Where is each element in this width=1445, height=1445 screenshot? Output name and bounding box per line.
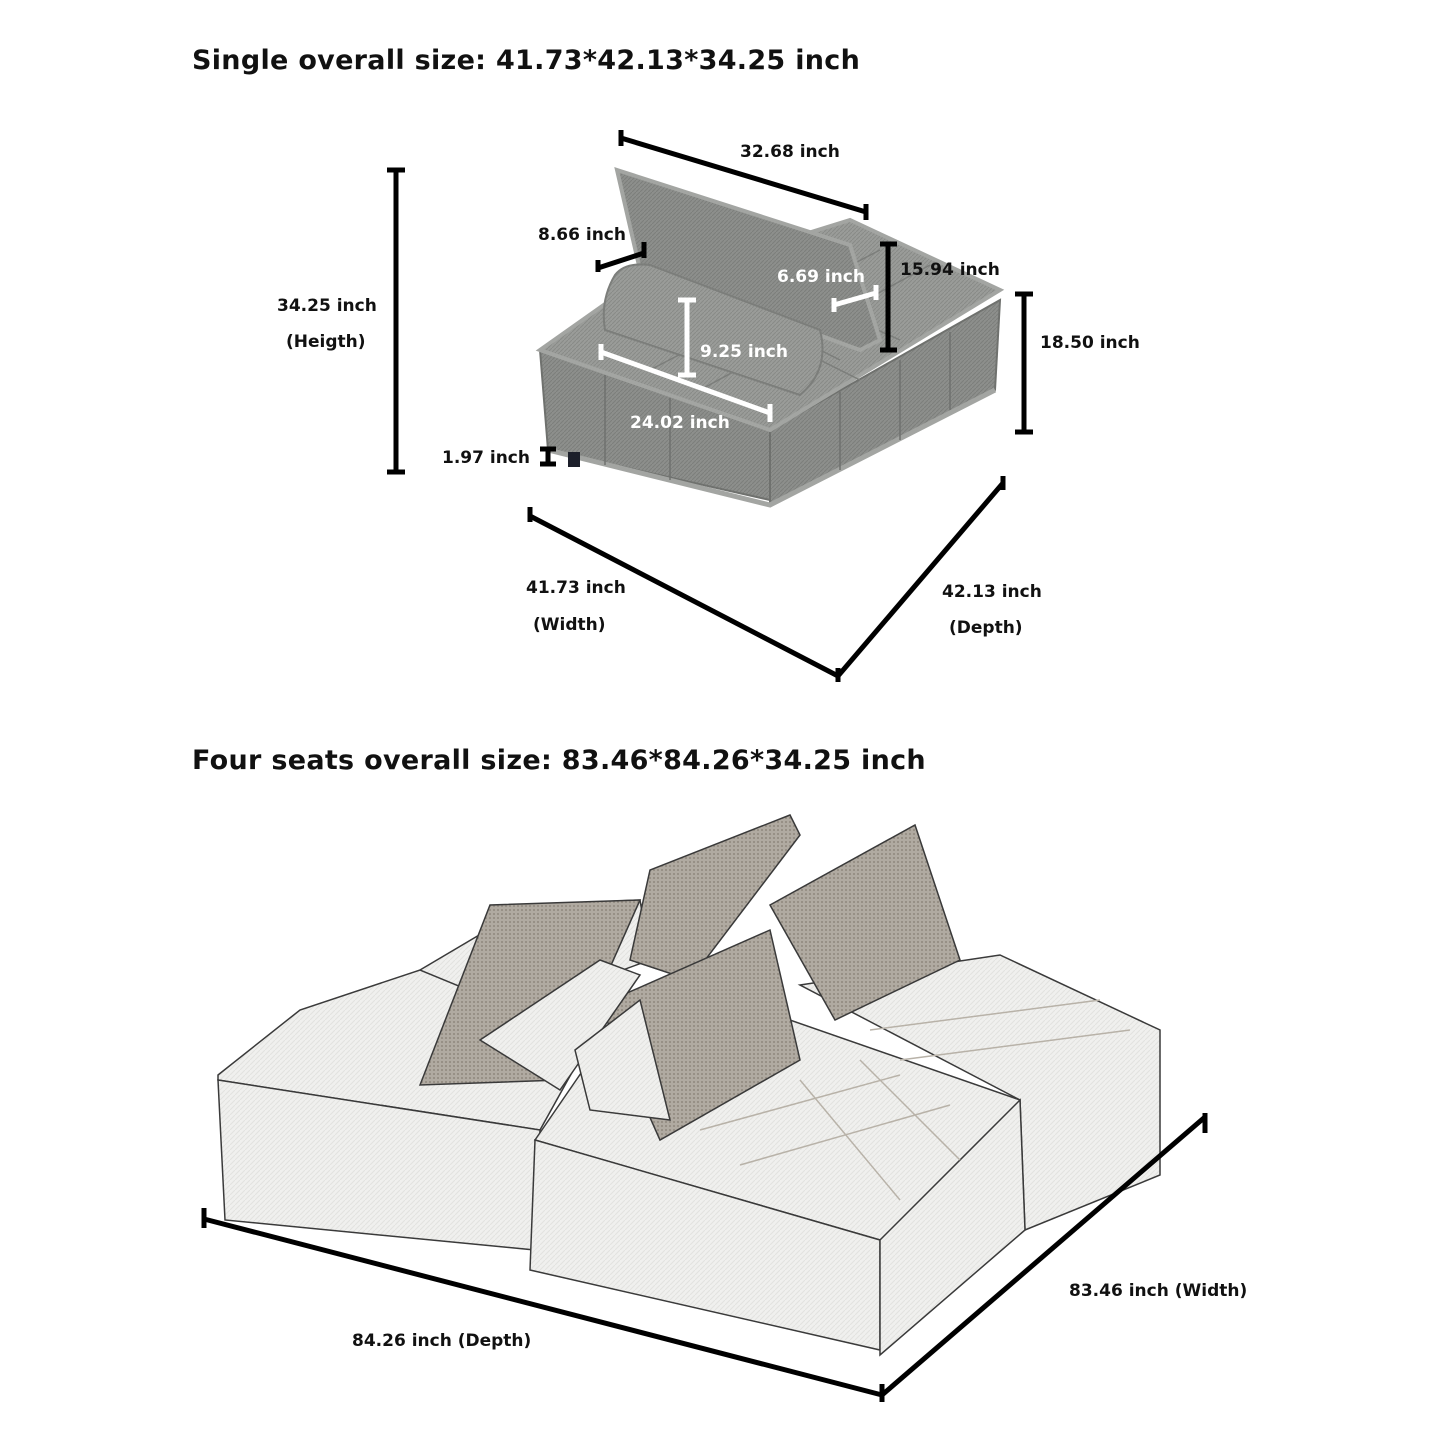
label-depth-caption: (Depth) — [949, 618, 1023, 638]
single-title: Single overall size: 41.73*42.13*34.25 i… — [192, 45, 861, 76]
label-back-height: 15.94 inch — [900, 260, 1000, 280]
label-total-height: 34.25 inch — [277, 296, 377, 316]
label-leg-height: 1.97 inch — [442, 448, 530, 468]
single-dimension-lines-white — [598, 285, 879, 422]
single-sofa-illustration — [535, 167, 1005, 508]
label-bolster-depth: 6.69 inch — [777, 267, 865, 287]
four-seats-title: Four seats overall size: 83.46*84.26*34.… — [192, 745, 926, 776]
label-back-thickness: 8.66 inch — [538, 225, 626, 245]
label-back-length: 32.68 inch — [740, 142, 840, 162]
label-depth: 42.13 inch — [942, 582, 1042, 602]
label-width: 41.73 inch — [526, 578, 626, 598]
label-seat-height: 18.50 inch — [1040, 333, 1140, 353]
label-width-caption: (Width) — [533, 615, 606, 635]
label-four-width: 83.46 inch (Width) — [1069, 1281, 1248, 1301]
label-bolster-height: 9.25 inch — [700, 342, 788, 362]
label-four-depth: 84.26 inch (Depth) — [352, 1331, 532, 1351]
label-bolster-length: 24.02 inch — [630, 413, 730, 433]
four-dimension-lines — [201, 1113, 1208, 1402]
four-seats-illustration — [217, 814, 1161, 1357]
single-dimension-lines — [387, 130, 1033, 682]
label-total-height-caption: (Heigth) — [286, 332, 366, 352]
